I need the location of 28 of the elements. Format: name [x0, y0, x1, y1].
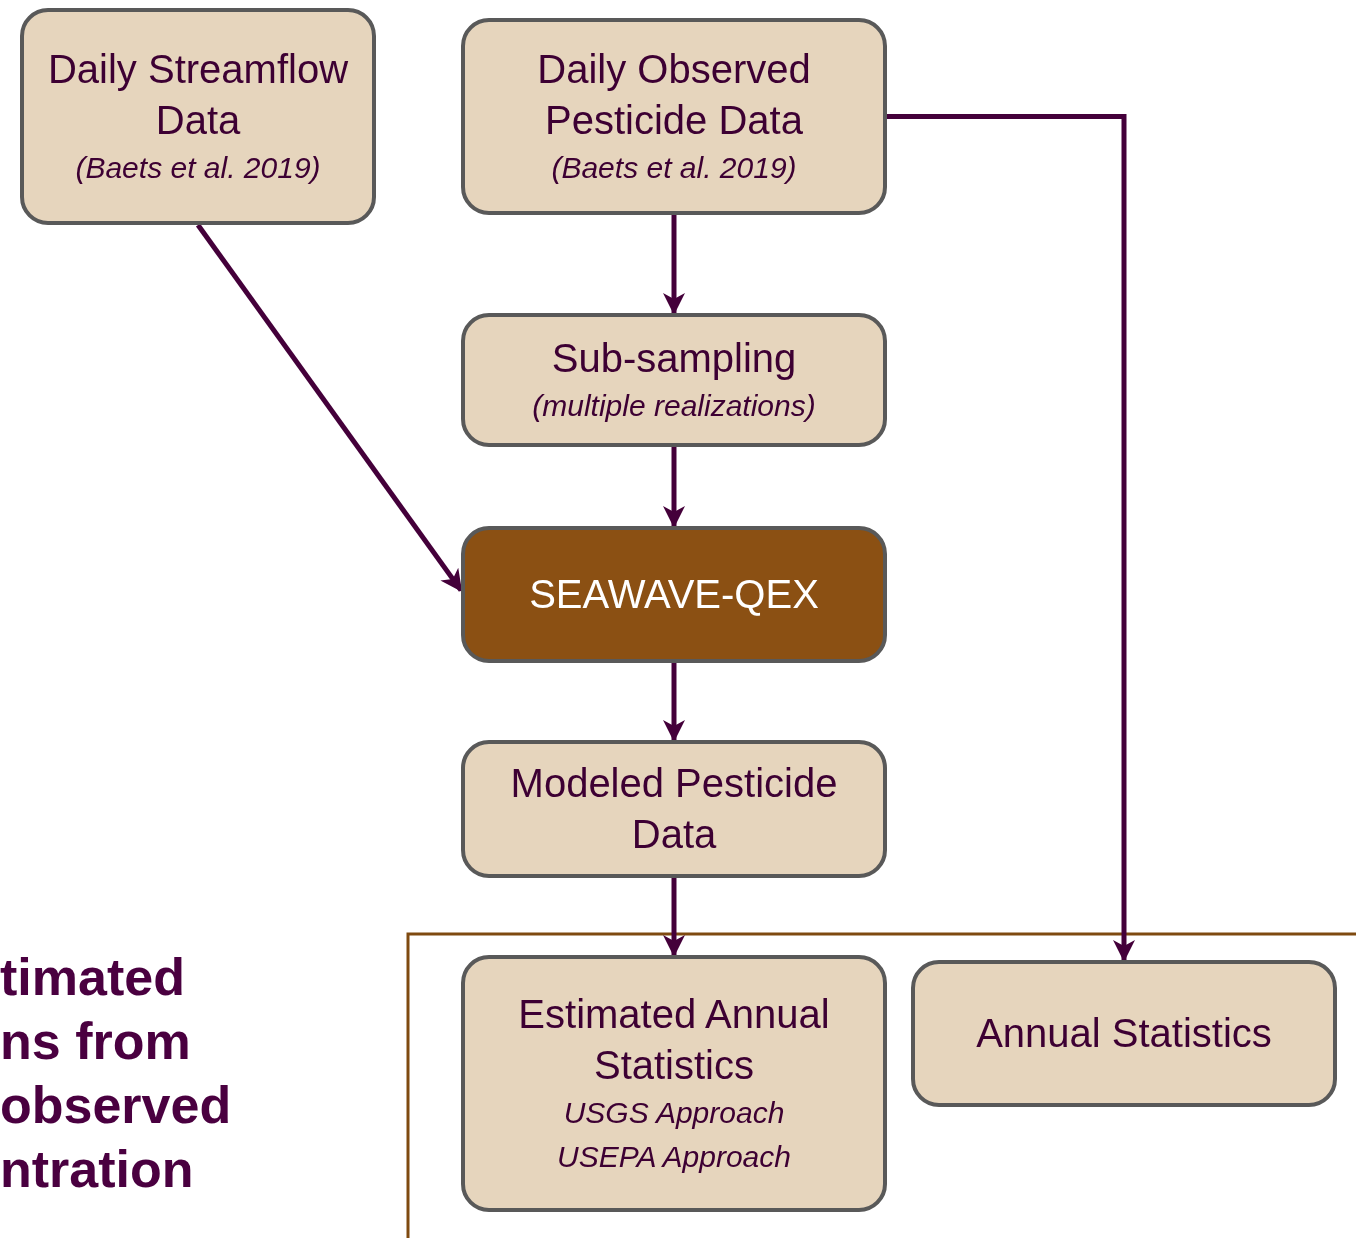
- node-title: Modeled Pesticide Data: [509, 760, 839, 858]
- node-title: Daily Observed Pesticide Data: [536, 45, 812, 144]
- arrow: [887, 114, 1135, 962]
- node-title: Sub-sampling: [551, 334, 797, 382]
- arrow: [663, 215, 685, 315]
- node-note: (multiple realizations): [532, 387, 816, 424]
- node-note: (Baets et al. 2019): [551, 149, 797, 186]
- process-box: [461, 955, 887, 1212]
- arrow: [663, 447, 685, 528]
- node-title: Estimated Annual Statistics: [517, 990, 831, 1089]
- node-note: USGS Approach: [563, 1094, 785, 1131]
- process-box: [461, 313, 887, 447]
- arrow: [663, 878, 685, 957]
- side-heading-text: observed: [0, 1075, 232, 1136]
- side-heading-text: ns from: [0, 1011, 191, 1072]
- side-heading-text: ntration: [0, 1139, 194, 1200]
- node-title: Daily Streamflow Data: [46, 45, 350, 144]
- process-box: [461, 740, 887, 878]
- node-title: SEAWAVE-QEX: [529, 571, 819, 618]
- node-note: (Baets et al. 2019): [75, 149, 321, 186]
- model-box: [461, 526, 887, 663]
- arrow: [663, 663, 685, 742]
- process-box: [911, 960, 1337, 1107]
- side-heading-text: timated: [0, 947, 185, 1008]
- node-note: USEPA Approach: [557, 1138, 791, 1175]
- process-box: [461, 18, 887, 215]
- node-title: Annual Statistics: [976, 1010, 1272, 1057]
- process-box: [20, 8, 376, 225]
